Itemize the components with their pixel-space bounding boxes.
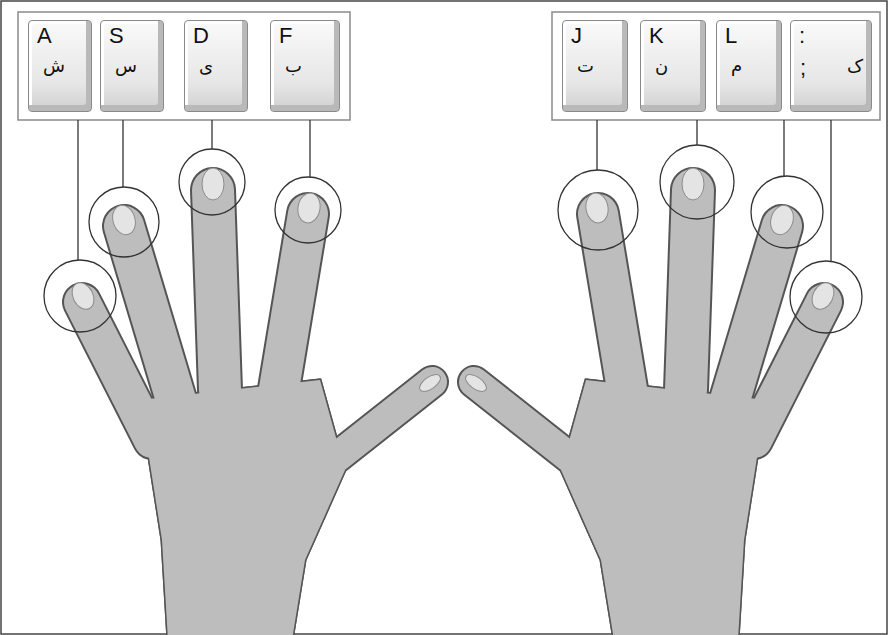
- key-letter: K: [649, 25, 664, 47]
- key-letter: J: [571, 25, 582, 47]
- key-letter: :: [799, 25, 805, 47]
- key-letter: F: [279, 25, 292, 47]
- persian-letter: ت: [577, 55, 594, 77]
- persian-letter: ش: [43, 55, 65, 77]
- keyboard-key: Sس: [100, 20, 164, 112]
- persian-letter: س: [115, 55, 137, 77]
- persian-letter: ب: [285, 55, 302, 77]
- persian-letter: م: [731, 55, 742, 77]
- keyboard-key: Aش: [28, 20, 92, 112]
- key-letter: S: [109, 25, 124, 47]
- keyboard-key: Dی: [184, 20, 248, 112]
- key-symbol: ;: [800, 57, 806, 79]
- persian-letter: ن: [655, 55, 668, 77]
- persian-letter: ک: [847, 55, 863, 77]
- keyboard-key: Lم: [716, 20, 782, 112]
- keyboard-key: Fب: [270, 20, 340, 112]
- key-letter: D: [193, 25, 209, 47]
- keyboard-key: Jت: [562, 20, 628, 112]
- persian-letter: ی: [199, 55, 213, 77]
- key-letter: L: [725, 25, 737, 47]
- keyboard-key: :; ک: [790, 20, 872, 112]
- key-letter: A: [37, 25, 52, 47]
- keyboard-key: Kن: [640, 20, 706, 112]
